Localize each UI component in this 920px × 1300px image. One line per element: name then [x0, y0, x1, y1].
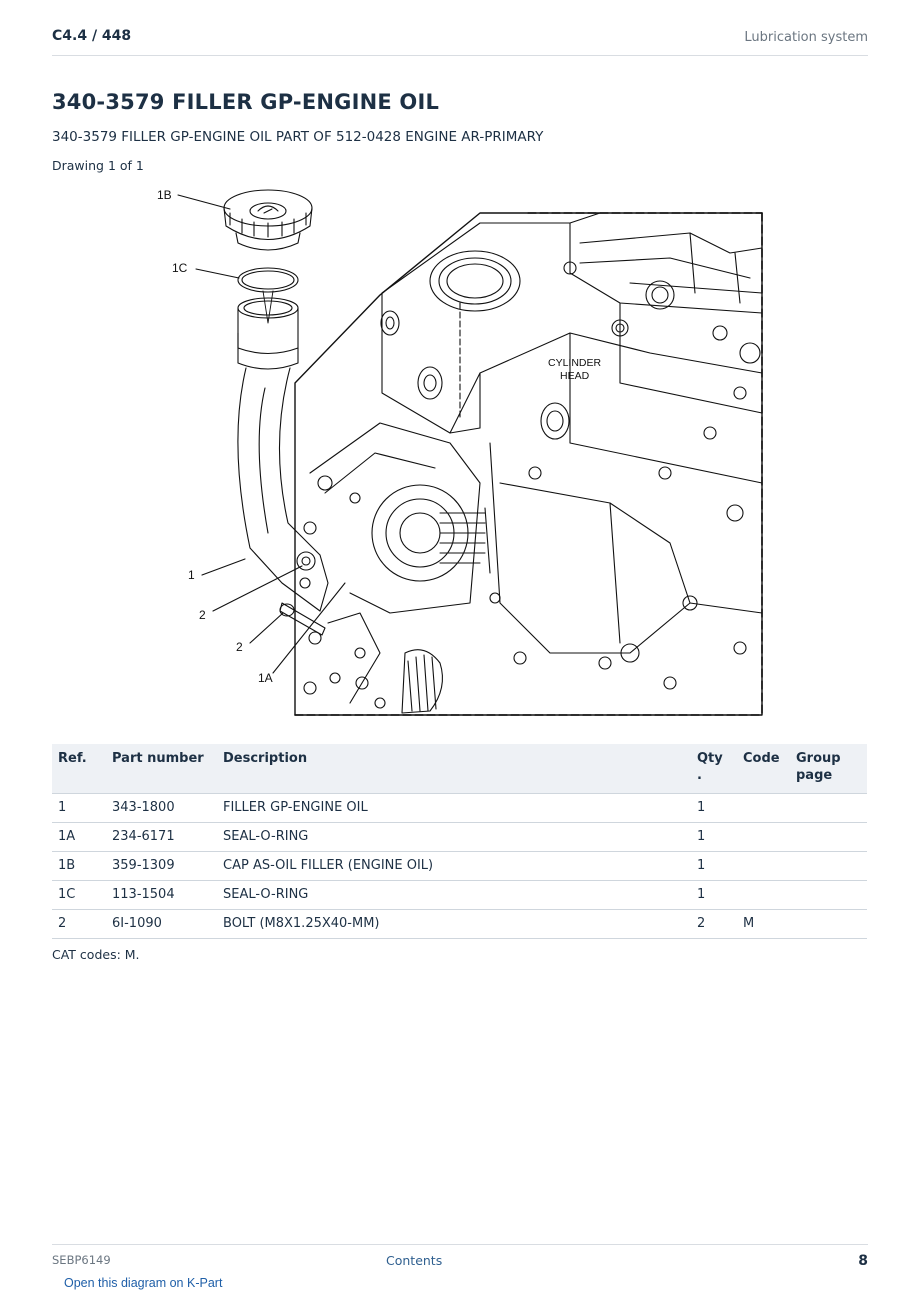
parts-diagram: 1B 1C 1 2 2 1A CYLINDER HEAD	[157, 188, 763, 716]
page-subtitle: 340-3579 FILLER GP-ENGINE OIL PART OF 51…	[52, 129, 544, 145]
table-header-row: Ref. Part number Description Qty . Code …	[52, 744, 867, 794]
section-name: Lubrication system	[744, 30, 868, 45]
page-title: 340-3579 FILLER GP-ENGINE OIL	[52, 90, 440, 114]
table-row: 1B 359-1309 CAP AS-OIL FILLER (ENGINE OI…	[52, 851, 867, 881]
col-group-page: Group page	[790, 744, 867, 794]
cell-code	[737, 880, 790, 910]
col-code: Code	[737, 744, 790, 794]
page-footer: SEBP6149 Contents 8	[52, 1244, 868, 1271]
page-header: C4.4 / 448 Lubrication system	[52, 28, 868, 56]
callout-1a: 1A	[258, 671, 273, 685]
table-row: 1C 113-1504 SEAL-O-RING 1	[52, 880, 867, 910]
table-row: 1 343-1800 FILLER GP-ENGINE OIL 1	[52, 793, 867, 823]
col-qty: Qty .	[691, 744, 737, 794]
cylinder-head-label-line1: CYLINDER	[548, 357, 602, 369]
cell-code: M	[737, 909, 790, 939]
cell-group-page	[790, 793, 867, 823]
cell-group-page	[790, 851, 867, 881]
cell-qty: 1	[691, 851, 737, 881]
cell-ref: 2	[52, 909, 106, 939]
open-kpart-link[interactable]: Open this diagram on K-Part	[64, 1276, 223, 1290]
model-page-ref: C4.4 / 448	[52, 28, 132, 44]
page-number: 8	[858, 1253, 868, 1269]
table-row: 2 6I-1090 BOLT (M8X1.25X40-MM) 2 M	[52, 909, 867, 939]
cell-qty: 1	[691, 822, 737, 852]
cell-qty: 2	[691, 909, 737, 939]
callout-leader-lines	[177, 194, 346, 674]
cell-ref: 1B	[52, 851, 106, 881]
col-ref: Ref.	[52, 744, 106, 794]
col-part-number: Part number	[106, 744, 217, 794]
cell-group-page	[790, 880, 867, 910]
cell-qty: 1	[691, 880, 737, 910]
callout-2-lower: 2	[236, 640, 243, 654]
cell-description: BOLT (M8X1.25X40-MM)	[217, 909, 691, 939]
callout-1c: 1C	[172, 261, 188, 275]
cell-code	[737, 793, 790, 823]
cell-code	[737, 822, 790, 852]
o-ring-drawing	[237, 267, 299, 293]
callout-2-upper: 2	[199, 608, 206, 622]
oil-filler-cap-drawing	[223, 189, 313, 251]
cell-part-number: 113-1504	[106, 880, 217, 910]
contents-link[interactable]: Contents	[386, 1253, 443, 1268]
filler-tube-drawing	[237, 290, 329, 636]
cell-description: SEAL-O-RING	[217, 880, 691, 910]
cell-part-number: 6I-1090	[106, 909, 217, 939]
callout-1: 1	[188, 568, 195, 582]
cell-description: FILLER GP-ENGINE OIL	[217, 793, 691, 823]
callout-1b: 1B	[157, 188, 172, 202]
cylinder-head-label-line2: HEAD	[560, 370, 590, 382]
col-description: Description	[217, 744, 691, 794]
cell-qty: 1	[691, 793, 737, 823]
cell-group-page	[790, 822, 867, 852]
cell-description: CAP AS-OIL FILLER (ENGINE OIL)	[217, 851, 691, 881]
cell-code	[737, 851, 790, 881]
cell-description: SEAL-O-RING	[217, 822, 691, 852]
parts-table: Ref. Part number Description Qty . Code …	[52, 744, 867, 939]
cell-ref: 1C	[52, 880, 106, 910]
cat-codes-note: CAT codes: M.	[52, 947, 140, 962]
cell-group-page	[790, 909, 867, 939]
cell-part-number: 359-1309	[106, 851, 217, 881]
drawing-label: Drawing 1 of 1	[52, 158, 144, 173]
cell-ref: 1A	[52, 822, 106, 852]
cell-part-number: 234-6171	[106, 822, 217, 852]
document-id: SEBP6149	[52, 1253, 111, 1267]
engine-block-drawing	[294, 212, 763, 716]
table-row: 1A 234-6171 SEAL-O-RING 1	[52, 822, 867, 852]
cell-ref: 1	[52, 793, 106, 823]
cell-part-number: 343-1800	[106, 793, 217, 823]
